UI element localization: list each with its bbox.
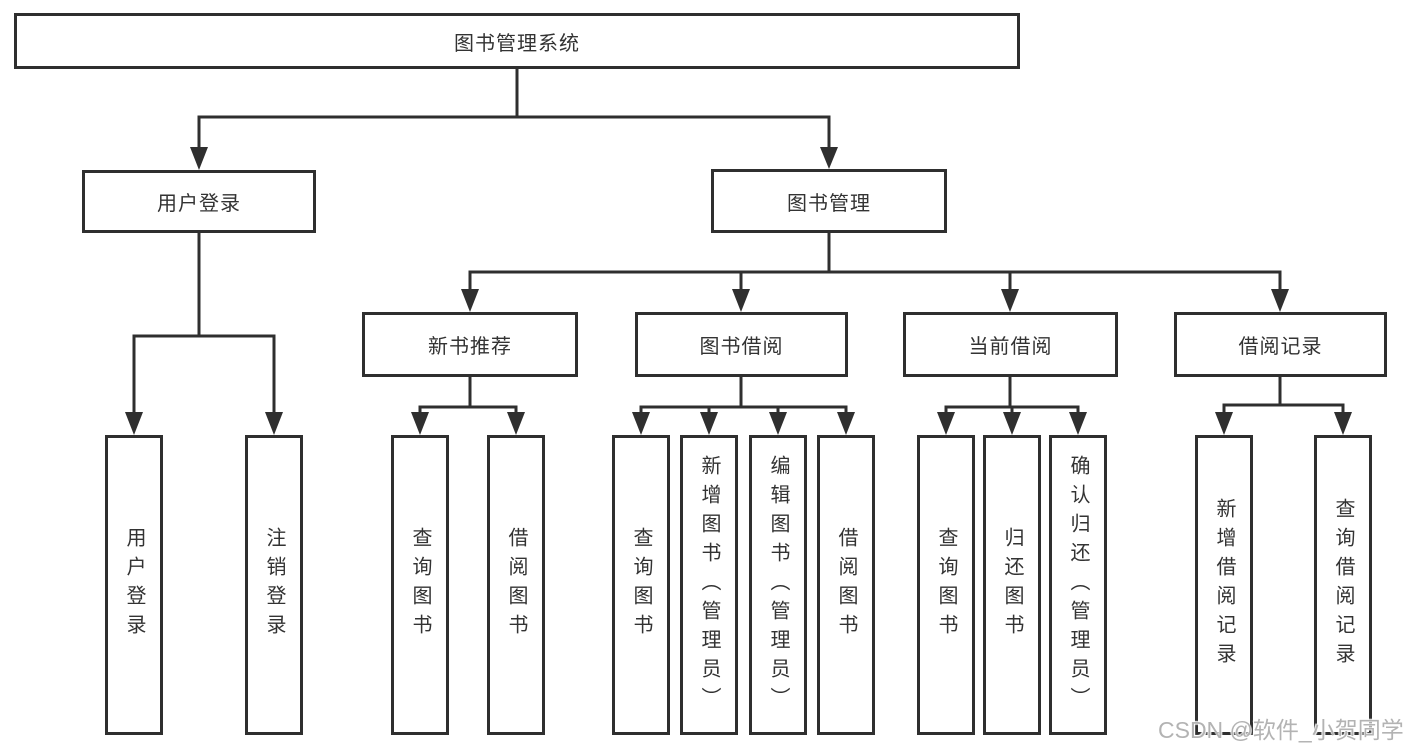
node-current-borrow: 当前借阅 [903, 312, 1118, 377]
leaf-return-book-label: 归还图书 [1001, 527, 1023, 643]
leaf-confirm-return-admin: 确认归还（管理员） [1049, 435, 1107, 735]
node-borrow-records-label: 借阅记录 [1238, 336, 1323, 358]
node-current-borrow-label: 当前借阅 [968, 336, 1053, 358]
connector-borrow-records-children [1215, 377, 1352, 435]
leaf-borrow-query-book-label: 查询图书 [630, 527, 652, 643]
leaf-add-book-admin: 新增图书（管理员） [680, 435, 738, 735]
csdn-watermark: CSDN @软件_小贺同学 [1158, 717, 1404, 743]
node-borrow-records: 借阅记录 [1174, 312, 1387, 377]
leaf-borrow-query-book: 查询图书 [612, 435, 670, 735]
leaf-new-book-query: 查询图书 [391, 435, 449, 735]
connector-new-book-children [411, 377, 525, 435]
node-root-library-system: 图书管理系统 [14, 13, 1020, 69]
connector-root-to-branches [190, 69, 838, 170]
node-book-borrow-label: 图书借阅 [699, 336, 784, 358]
node-user-login: 用户登录 [82, 170, 316, 233]
node-book-management: 图书管理 [711, 169, 947, 233]
leaf-edit-book-admin: 编辑图书（管理员） [749, 435, 807, 735]
leaf-add-borrow-record: 新增借阅记录 [1195, 435, 1253, 735]
leaf-logout: 注销登录 [245, 435, 303, 735]
leaf-new-book-borrow: 借阅图书 [487, 435, 545, 735]
connector-book-management-children [461, 233, 1289, 312]
leaf-borrow-book-label: 借阅图书 [835, 527, 857, 643]
node-book-borrow: 图书借阅 [635, 312, 848, 377]
node-new-book-recommend-label: 新书推荐 [428, 336, 512, 358]
leaf-add-borrow-record-label: 新增借阅记录 [1213, 498, 1235, 672]
leaf-user-login-label: 用户登录 [123, 527, 145, 643]
leaf-borrow-book: 借阅图书 [817, 435, 875, 735]
leaf-confirm-return-admin-label: 确认归还（管理员） [1067, 454, 1089, 716]
connector-book-borrow-children [632, 377, 855, 435]
node-new-book-recommend: 新书推荐 [362, 312, 578, 377]
connector-current-borrow-children [937, 377, 1087, 435]
leaf-user-login: 用户登录 [105, 435, 163, 735]
connector-user-login-children [125, 233, 283, 435]
leaf-query-borrow-record: 查询借阅记录 [1314, 435, 1372, 735]
leaf-current-query-book-label: 查询图书 [935, 527, 957, 643]
leaf-query-borrow-record-label: 查询借阅记录 [1332, 498, 1354, 672]
leaf-edit-book-admin-label: 编辑图书（管理员） [767, 454, 789, 716]
leaf-new-book-query-label: 查询图书 [409, 527, 431, 643]
node-root-label: 图书管理系统 [454, 32, 580, 55]
node-user-login-label: 用户登录 [157, 193, 241, 215]
leaf-return-book: 归还图书 [983, 435, 1041, 735]
leaf-add-book-admin-label: 新增图书（管理员） [698, 454, 720, 716]
leaf-new-book-borrow-label: 借阅图书 [505, 527, 527, 643]
leaf-logout-label: 注销登录 [263, 527, 285, 643]
leaf-current-query-book: 查询图书 [917, 435, 975, 735]
node-book-management-label: 图书管理 [787, 192, 871, 215]
